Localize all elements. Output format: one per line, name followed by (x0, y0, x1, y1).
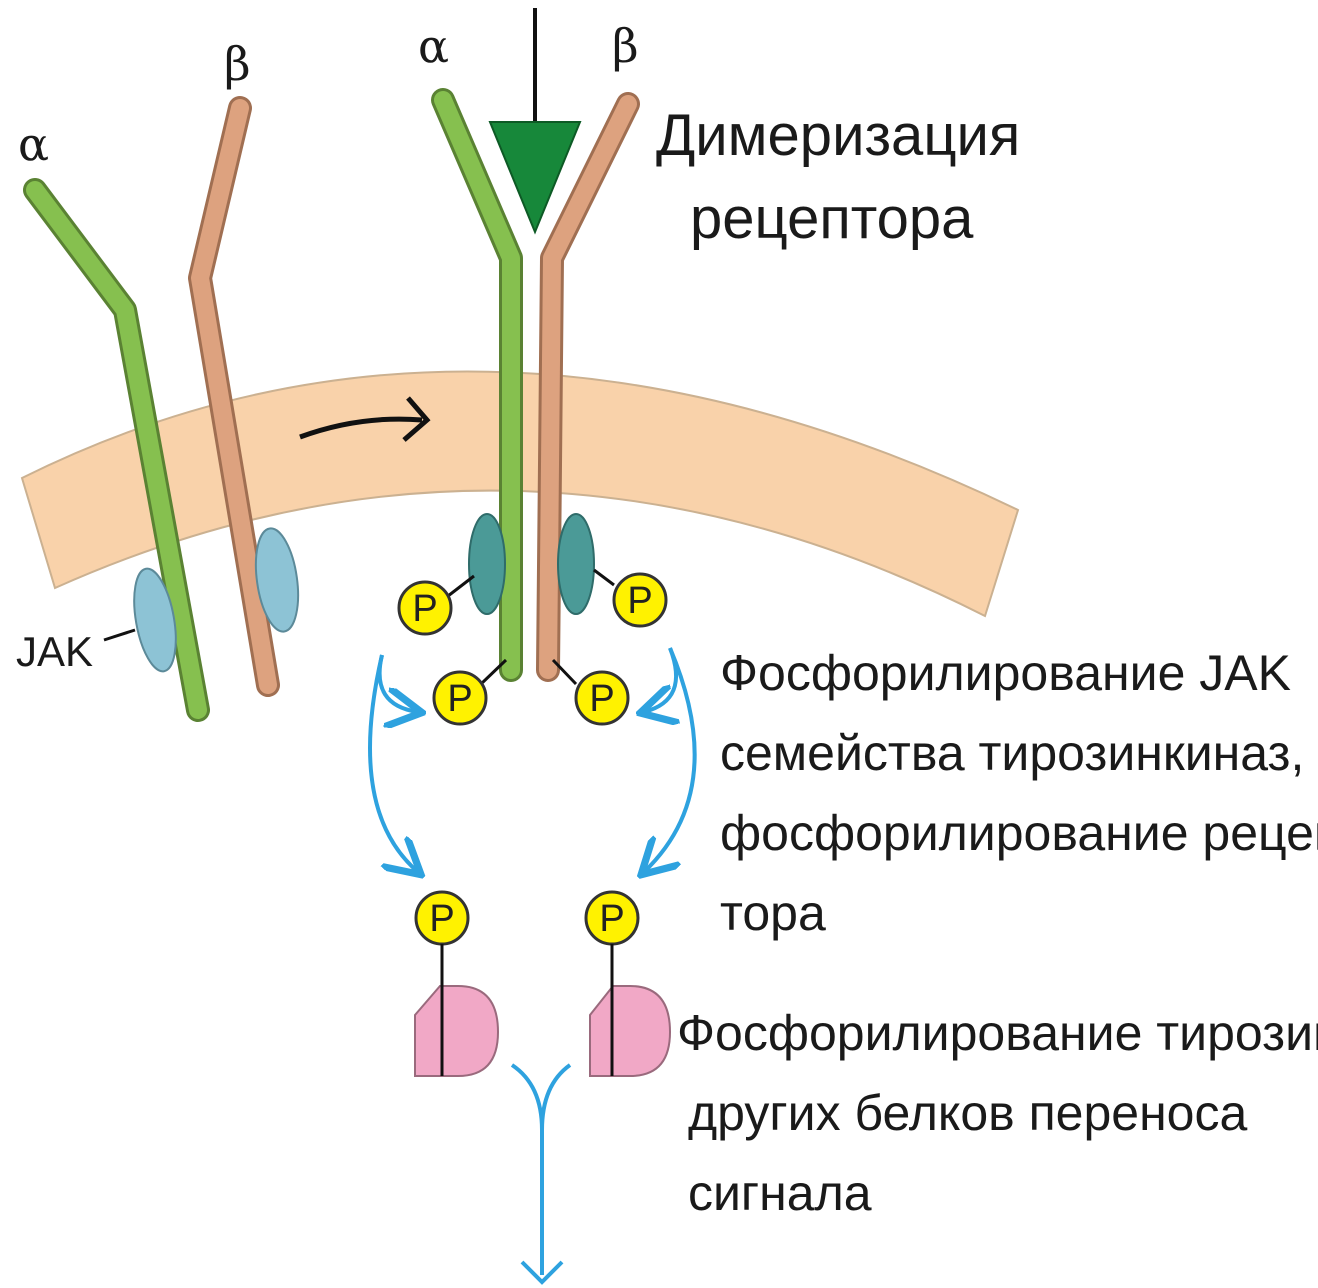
svg-text:сигнала: сигнала (688, 1165, 872, 1221)
phosphate-jak-left: P (399, 582, 451, 634)
phosphate-receptor-right: P (576, 672, 628, 724)
jak-pointer (104, 630, 135, 640)
beta-label-right: β (612, 19, 639, 73)
jak-label: JAK (16, 628, 93, 675)
svg-text:P: P (589, 678, 614, 720)
svg-text:Фосфорилирование JAK: Фосфорилирование JAK (720, 645, 1291, 701)
jak-bound-right (558, 514, 594, 614)
flow-arrow-icon (370, 648, 695, 1282)
phosphate-receptor-left: P (434, 672, 486, 724)
svg-text:фосфорилирование рецеп-: фосфорилирование рецеп- (720, 805, 1318, 861)
svg-text:P: P (429, 898, 454, 940)
alpha-label-right: α (418, 19, 449, 73)
signal-protein-left (415, 944, 498, 1076)
signal-protein-right (590, 944, 670, 1076)
svg-text:рецептора: рецептора (690, 186, 974, 251)
svg-text:P: P (447, 678, 472, 720)
jak-phosphorylation-caption: Фосфорилирование JAK семейства тирозинки… (720, 645, 1318, 941)
svg-text:тора: тора (720, 885, 826, 941)
svg-text:других белков переноса: других белков переноса (688, 1085, 1247, 1141)
jak-bound-left (469, 514, 505, 614)
svg-text:P: P (412, 588, 437, 630)
tyrosine-phosphorylation-caption: Фосфорилирование тирозина других белков … (677, 1005, 1318, 1221)
phosphate-signal-left: P (416, 892, 468, 944)
svg-text:P: P (599, 898, 624, 940)
svg-text:семейства тирозинкиназ,: семейства тирозинкиназ, (720, 725, 1304, 781)
svg-text:Димеризация: Димеризация (656, 103, 1020, 168)
alpha-label-left: α (18, 117, 49, 171)
phosphate-jak-right: P (614, 574, 666, 626)
phosphate-signal-right: P (586, 892, 638, 944)
svg-text:P: P (627, 580, 652, 622)
dimerization-caption: Димеризация рецептора (656, 103, 1020, 251)
svg-text:Фосфорилирование тирозина: Фосфорилирование тирозина (677, 1005, 1318, 1061)
beta-label-left: β (224, 37, 251, 91)
